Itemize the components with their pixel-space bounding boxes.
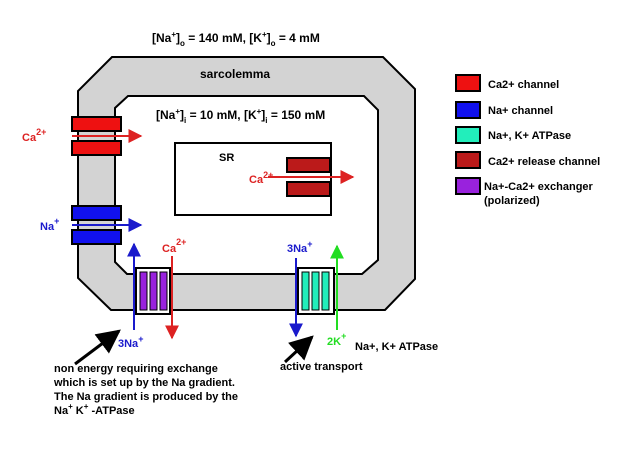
na-k-atpase-pump <box>297 267 335 315</box>
pump-na-ion-label: 3Na+ <box>287 239 312 255</box>
ca-channel-ion-label: Ca2+ <box>22 127 46 144</box>
legend-label: Na+ channel <box>488 105 553 117</box>
annotation-arrow-exchanger <box>74 329 121 366</box>
ca-channel <box>71 116 122 156</box>
legend-swatch <box>455 101 481 119</box>
legend-label: Na+-Ca2+ exchanger <box>484 181 594 193</box>
sr-ca-release-channel <box>286 157 331 197</box>
sr-ca-ion-label: Ca2+ <box>249 170 273 186</box>
legend-swatch <box>455 74 481 92</box>
exchanger-ca-ion-label: Ca2+ <box>162 237 186 255</box>
legend-swatch <box>455 177 481 195</box>
annotation-line-2: which is set up by the Na gradient. <box>53 377 235 389</box>
annotation-line-4: Na+ K+ -ATPase <box>54 402 135 417</box>
pump-label: Na+, K+ ATPase <box>355 341 438 353</box>
na-ca-exchanger <box>135 267 171 315</box>
sr-label: SR <box>219 152 234 164</box>
legend-label: Ca2+ release channel <box>488 156 600 168</box>
sarcolemma-label: sarcolemma <box>200 67 270 81</box>
legend-swatch <box>455 151 481 169</box>
annotation-line-3: The Na gradient is produced by the <box>54 391 238 403</box>
inside-concentration-label: [Na+]i = 10 mM, [K+]i = 150 mM <box>156 107 325 125</box>
legend-item-na-k-atpase: Na+, K+ ATPase <box>455 126 571 144</box>
annotation-arrow-pump <box>283 335 314 364</box>
annotation-active-transport: active transport <box>280 361 363 373</box>
legend-item-na-ca-exchanger: Na+-Ca2+ exchanger (polarized) <box>455 177 594 207</box>
legend-item-na-channel: Na+ channel <box>455 101 553 119</box>
legend-item-ca-channel: Ca2+ channel <box>455 74 559 92</box>
na-channel-ion-label: Na+ <box>40 216 59 233</box>
annotation-exchanger: non energy requiring exchange which is s… <box>53 363 238 417</box>
legend-label: Ca2+ channel <box>488 79 559 91</box>
legend-label-secondary: (polarized) <box>484 195 540 207</box>
legend-swatch <box>455 126 481 144</box>
pump-k-ion-label: 2K+ <box>327 331 346 348</box>
legend: Ca2+ channel Na+ channel Na+, K+ ATPase … <box>455 74 600 207</box>
legend-label: Na+, K+ ATPase <box>488 130 571 142</box>
na-channel <box>71 205 122 245</box>
sr-compartment <box>174 142 332 216</box>
annotation-line-1: non energy requiring exchange <box>54 363 218 375</box>
outside-concentration-label: [Na+]o = 140 mM, [K+]o = 4 mM <box>152 30 320 48</box>
exchanger-na-ion-label: 3Na+ <box>118 334 143 350</box>
legend-item-ca-release-channel: Ca2+ release channel <box>455 151 600 169</box>
